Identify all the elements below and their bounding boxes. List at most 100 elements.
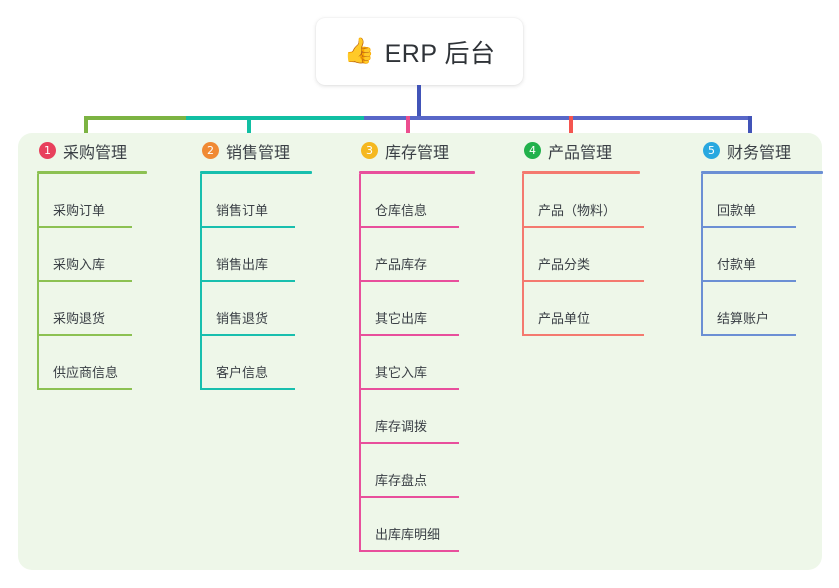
leaf-item[interactable]: 其它出库	[359, 282, 475, 336]
leaf-label: 采购退货	[53, 311, 106, 326]
leaf-label: 其它入库	[375, 365, 428, 380]
leaf-item[interactable]: 出库库明细	[359, 498, 475, 552]
leaf-connector-vertical	[200, 282, 202, 336]
leaf-item[interactable]: 产品单位	[522, 282, 644, 336]
leaf-item[interactable]: 付款单	[701, 228, 823, 282]
leaf-connector-vertical	[37, 228, 39, 282]
leaf-connector-vertical	[701, 174, 703, 228]
thumbs-up-icon: 👍	[343, 37, 375, 65]
leaf-connector-vertical	[200, 228, 202, 282]
leaf-connector-vertical	[37, 336, 39, 390]
branch-column-1: 1 采购管理采购订单采购入库采购退货供应商信息	[37, 133, 147, 390]
branch-header-4[interactable]: 4 产品管理	[522, 133, 640, 168]
leaf-label: 出库库明细	[375, 527, 441, 542]
branch-number-badge: 1	[39, 142, 56, 159]
leaf-connector-vertical	[359, 390, 361, 444]
leaf-underline	[359, 442, 459, 444]
leaf-underline	[359, 334, 459, 336]
branch-title: 库存管理	[385, 144, 450, 162]
leaf-item[interactable]: 仓库信息	[359, 174, 475, 228]
leaf-item[interactable]: 库存盘点	[359, 444, 475, 498]
leaf-item[interactable]: 采购退货	[37, 282, 147, 336]
leaf-item[interactable]: 产品分类	[522, 228, 644, 282]
branch-header-5[interactable]: 5 财务管理	[701, 133, 823, 168]
leaf-item[interactable]: 销售订单	[200, 174, 312, 228]
branch-column-3: 3 库存管理仓库信息产品库存其它出库其它入库库存调拨库存盘点出库库明细	[359, 133, 475, 552]
leaf-connector-vertical	[200, 336, 202, 390]
leaf-underline	[522, 334, 644, 336]
leaf-label: 产品单位	[538, 311, 591, 326]
leaf-connector-vertical	[359, 228, 361, 282]
leaf-item[interactable]: 销售出库	[200, 228, 312, 282]
leaf-connector-vertical	[522, 282, 524, 336]
leaf-item[interactable]: 产品（物料）	[522, 174, 644, 228]
leaf-underline	[522, 280, 644, 282]
leaf-label: 采购入库	[53, 257, 106, 272]
leaf-connector-vertical	[359, 336, 361, 390]
branch-underline	[37, 171, 147, 174]
leaf-label: 付款单	[717, 257, 757, 272]
leaf-item[interactable]: 其它入库	[359, 336, 475, 390]
leaf-underline	[37, 226, 132, 228]
leaf-underline	[359, 550, 459, 552]
branch-number-badge: 4	[524, 142, 541, 159]
branch-leaf-list: 采购订单采购入库采购退货供应商信息	[37, 174, 147, 390]
leaf-item[interactable]: 结算账户	[701, 282, 823, 336]
leaf-connector-vertical	[522, 174, 524, 228]
root-node[interactable]: 👍 ERP 后台	[316, 18, 523, 85]
branch-header-3[interactable]: 3 库存管理	[359, 133, 475, 168]
branch-header-1[interactable]: 1 采购管理	[37, 133, 147, 168]
leaf-item[interactable]: 库存调拨	[359, 390, 475, 444]
branch-underline	[522, 171, 640, 174]
leaf-connector-vertical	[701, 228, 703, 282]
leaf-connector-vertical	[37, 282, 39, 336]
branch-number-badge: 5	[703, 142, 720, 159]
branch-title: 产品管理	[548, 144, 613, 162]
leaf-item[interactable]: 产品库存	[359, 228, 475, 282]
branch-title: 财务管理	[727, 144, 792, 162]
branch-drop-3	[406, 116, 410, 147]
leaf-label: 供应商信息	[53, 365, 119, 380]
branch-underline	[701, 171, 823, 174]
leaf-connector-vertical	[200, 174, 202, 228]
bus-segment-green	[84, 116, 186, 120]
leaf-label: 库存调拨	[375, 419, 428, 434]
leaf-item[interactable]: 回款单	[701, 174, 823, 228]
leaf-underline	[359, 226, 459, 228]
leaf-item[interactable]: 销售退货	[200, 282, 312, 336]
leaf-connector-vertical	[37, 174, 39, 228]
branch-drop-1	[84, 116, 88, 147]
bus-segment-teal	[186, 116, 364, 120]
leaf-connector-vertical	[359, 174, 361, 228]
leaf-underline	[701, 226, 796, 228]
leaf-label: 销售订单	[216, 203, 269, 218]
branch-leaf-list: 回款单付款单结算账户	[701, 174, 823, 336]
leaf-label: 采购订单	[53, 203, 106, 218]
leaf-underline	[37, 280, 132, 282]
leaf-underline	[37, 334, 132, 336]
leaf-item[interactable]: 客户信息	[200, 336, 312, 390]
branch-number-badge: 3	[361, 142, 378, 159]
leaf-label: 客户信息	[216, 365, 269, 380]
leaf-underline	[200, 388, 295, 390]
leaf-item[interactable]: 采购订单	[37, 174, 147, 228]
leaf-underline	[200, 280, 295, 282]
leaf-connector-vertical	[359, 498, 361, 552]
leaf-underline	[200, 226, 295, 228]
leaf-item[interactable]: 采购入库	[37, 228, 147, 282]
leaf-label: 产品库存	[375, 257, 428, 272]
branch-drop-5	[748, 116, 752, 147]
leaf-underline	[200, 334, 295, 336]
leaf-label: 销售出库	[216, 257, 269, 272]
leaf-item[interactable]: 供应商信息	[37, 336, 147, 390]
branch-title: 采购管理	[63, 144, 128, 162]
bus-segment-blue	[364, 116, 752, 120]
branch-underline	[200, 171, 312, 174]
leaf-underline	[359, 388, 459, 390]
leaf-connector-vertical	[359, 282, 361, 336]
branch-leaf-list: 仓库信息产品库存其它出库其它入库库存调拨库存盘点出库库明细	[359, 174, 475, 552]
